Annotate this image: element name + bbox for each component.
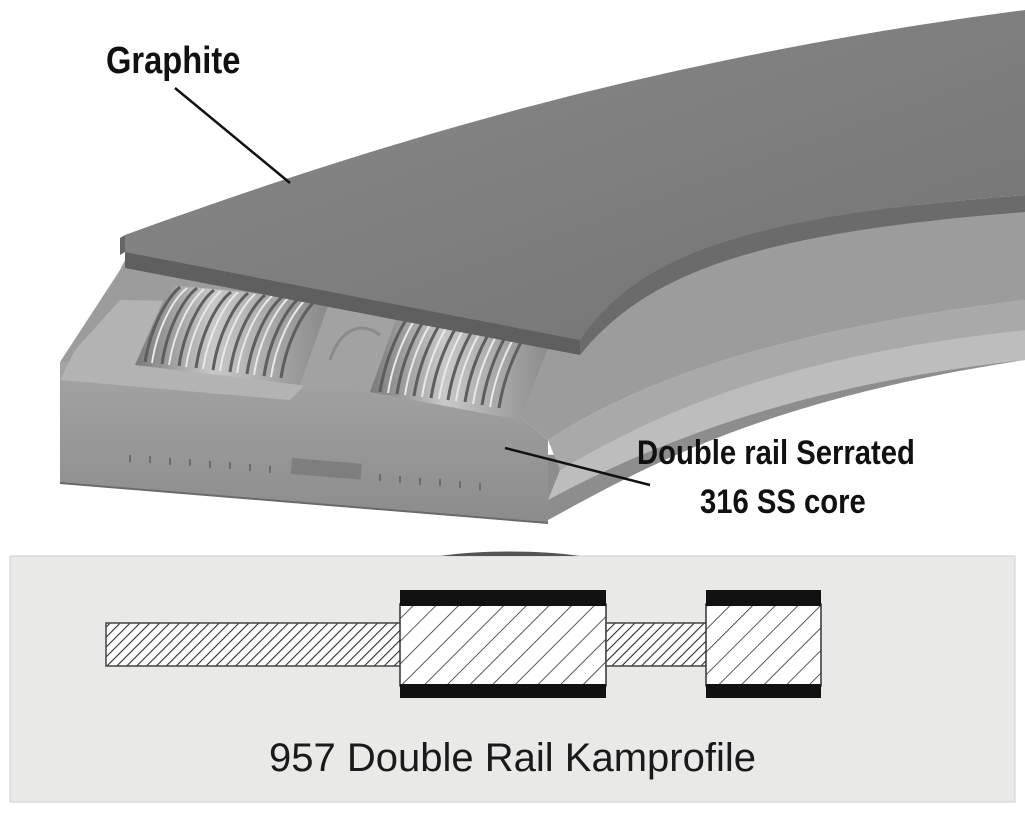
graphite-label: Graphite bbox=[106, 40, 241, 82]
core-web-left bbox=[105, 622, 405, 667]
facing-bottom-right bbox=[706, 684, 821, 698]
core-rail-left bbox=[399, 603, 607, 687]
core-inner-rim bbox=[548, 300, 1025, 470]
profile-caption: 957 Double Rail Kamprofile bbox=[269, 736, 756, 780]
serration-group-left bbox=[135, 285, 330, 385]
core-web-middle bbox=[605, 622, 709, 667]
graphite-facing bbox=[125, 10, 1025, 340]
core-leader-line bbox=[504, 446, 651, 487]
facing-bottom-left bbox=[400, 684, 606, 698]
graphite-leader-line bbox=[174, 87, 291, 184]
facing-top-right bbox=[706, 590, 821, 606]
core-rail-right bbox=[705, 603, 822, 687]
core-label-line1: Double rail Serrated bbox=[637, 434, 915, 472]
facing-top-left bbox=[400, 590, 606, 606]
serration-teeth bbox=[129, 455, 481, 490]
core-label-line2: 316 SS core bbox=[700, 483, 866, 521]
